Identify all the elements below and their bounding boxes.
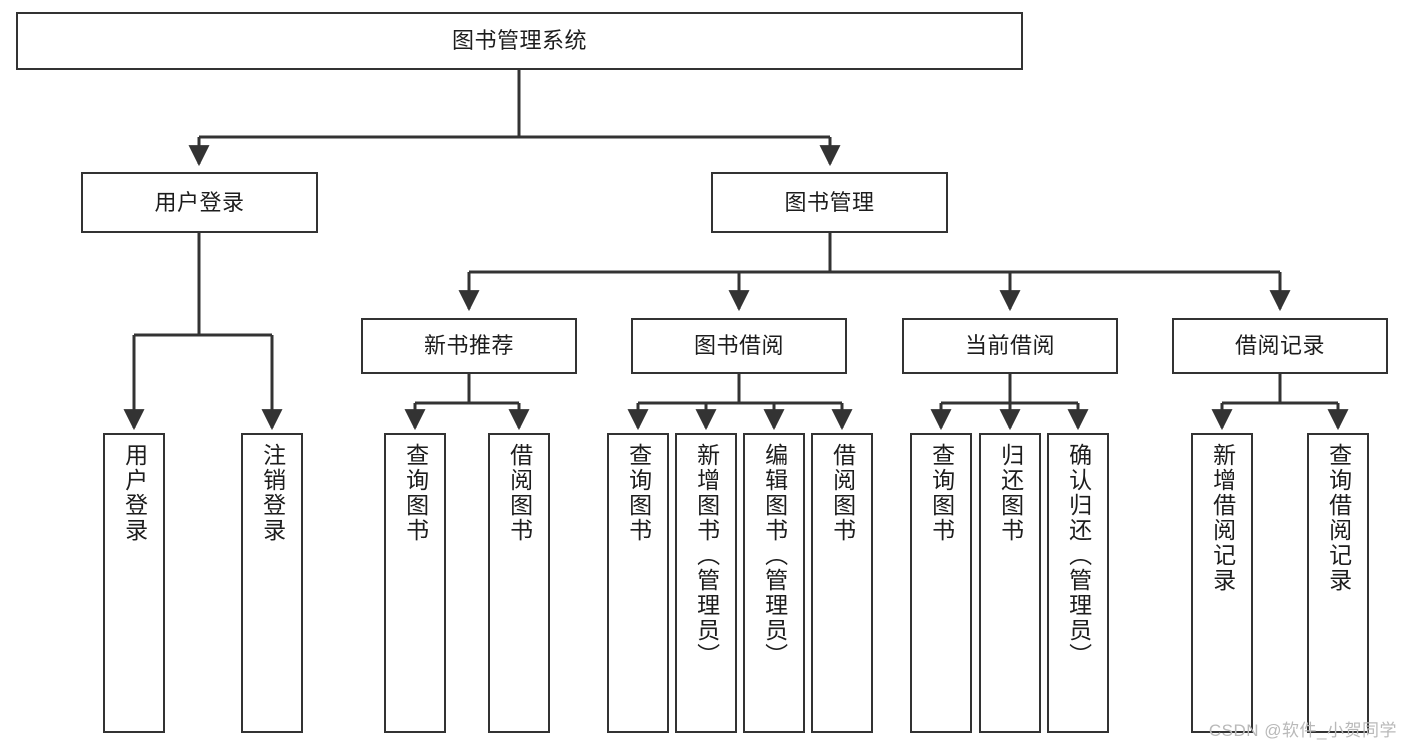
node-book-borrow[interactable]: 图书借阅 [631, 318, 847, 374]
node-leaf-confirm-return[interactable]: 确认归还（管理员） [1047, 433, 1109, 733]
node-leaf-user-logout[interactable]: 注销登录 [241, 433, 303, 733]
node-leaf-add-record-label: 新增借阅记录 [1209, 443, 1236, 593]
node-leaf-query-book-3-label: 查询图书 [928, 443, 955, 543]
node-root[interactable]: 图书管理系统 [16, 12, 1023, 70]
node-leaf-edit-book[interactable]: 编辑图书（管理员） [743, 433, 805, 733]
node-borrow-record[interactable]: 借阅记录 [1172, 318, 1388, 374]
node-leaf-confirm-return-label: 确认归还（管理员） [1065, 443, 1092, 668]
node-leaf-query-book-1[interactable]: 查询图书 [384, 433, 446, 733]
csdn-watermark: CSDN @软件_小贺同学 [1208, 721, 1397, 740]
node-leaf-edit-book-label: 编辑图书（管理员） [761, 443, 788, 668]
node-leaf-query-book-1-label: 查询图书 [402, 443, 429, 543]
node-leaf-add-book-label: 新增图书（管理员） [693, 443, 720, 668]
node-new-book-recommend-label: 新书推荐 [423, 333, 514, 359]
node-leaf-query-book-3[interactable]: 查询图书 [910, 433, 972, 733]
node-root-label: 图书管理系统 [451, 28, 587, 54]
node-leaf-add-record[interactable]: 新增借阅记录 [1191, 433, 1253, 733]
node-book-borrow-label: 图书借阅 [693, 333, 784, 359]
node-current-borrow-label: 当前借阅 [964, 333, 1055, 359]
node-leaf-user-logout-label: 注销登录 [259, 443, 286, 543]
node-leaf-query-book-2-label: 查询图书 [625, 443, 652, 543]
node-user-login-label: 用户登录 [154, 189, 245, 215]
node-book-manage-label: 图书管理 [784, 189, 875, 215]
node-leaf-query-book-2[interactable]: 查询图书 [607, 433, 669, 733]
node-leaf-add-book[interactable]: 新增图书（管理员） [675, 433, 737, 733]
node-leaf-borrow-book-1[interactable]: 借阅图书 [488, 433, 550, 733]
node-borrow-record-label: 借阅记录 [1234, 333, 1325, 359]
node-leaf-user-login[interactable]: 用户登录 [103, 433, 165, 733]
node-leaf-borrow-book-1-label: 借阅图书 [506, 443, 533, 543]
node-leaf-user-login-label: 用户登录 [121, 443, 148, 543]
node-leaf-return-book-label: 归还图书 [997, 443, 1024, 543]
node-leaf-return-book[interactable]: 归还图书 [979, 433, 1041, 733]
node-leaf-query-record-label: 查询借阅记录 [1325, 443, 1352, 593]
node-book-manage[interactable]: 图书管理 [711, 172, 948, 233]
node-user-login[interactable]: 用户登录 [81, 172, 318, 233]
node-leaf-borrow-book-2[interactable]: 借阅图书 [811, 433, 873, 733]
node-current-borrow[interactable]: 当前借阅 [902, 318, 1118, 374]
node-new-book-recommend[interactable]: 新书推荐 [361, 318, 577, 374]
node-leaf-borrow-book-2-label: 借阅图书 [829, 443, 856, 543]
node-leaf-query-record[interactable]: 查询借阅记录 [1307, 433, 1369, 733]
